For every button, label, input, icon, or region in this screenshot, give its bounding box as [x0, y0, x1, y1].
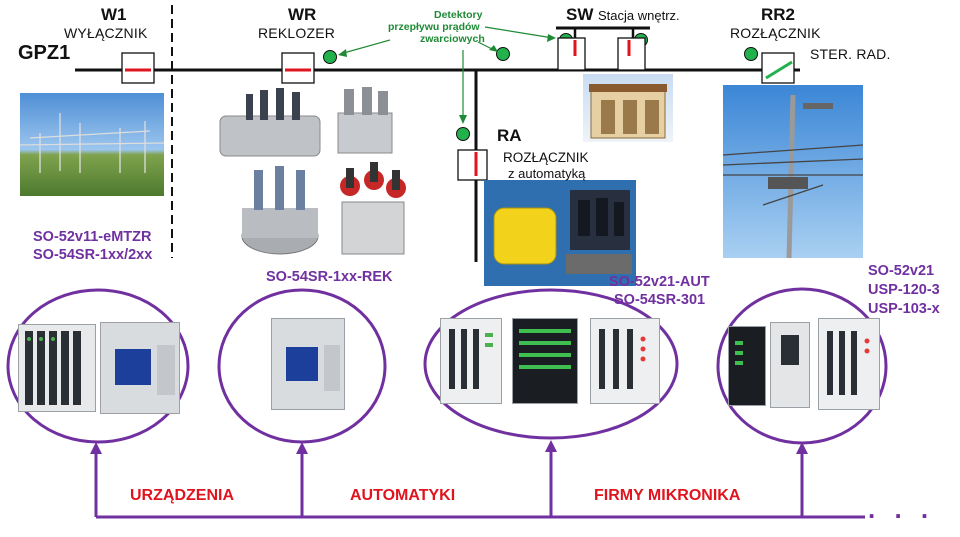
ra-code: RA: [497, 126, 522, 145]
detector-dot-mid: [496, 47, 510, 61]
wr-code: WR: [288, 5, 317, 24]
gpz1-label: GPZ1: [18, 42, 71, 64]
rr2-switch-symbol: [761, 52, 795, 84]
device-circle-1: [6, 288, 190, 444]
footer-continuation-dots: . . .: [868, 494, 935, 524]
w1-breaker-symbol: [121, 52, 155, 84]
ra-switch-symbol: [457, 149, 488, 181]
ra-name-line1: ROZŁĄCZNIK: [503, 150, 589, 165]
sw-code: SW: [566, 5, 594, 24]
w1-code: W1: [101, 5, 127, 24]
recloser-photo-4: [320, 162, 412, 259]
recloser-photo-2: [330, 85, 400, 163]
controller-module-1: [440, 318, 502, 404]
ra-device-2: SO-54SR-301: [614, 292, 706, 308]
sw-name: Stacja wnętrz.: [598, 8, 680, 23]
rr2-extra: STER. RAD.: [810, 46, 891, 62]
sw-switch-right: [617, 37, 646, 71]
detector-dot-rr2: [744, 47, 758, 61]
ra-switch-photo: [484, 180, 636, 286]
wr-name: REKLOZER: [258, 25, 336, 41]
footer-label-company: FIRMY MIKRONIKA: [594, 487, 741, 504]
controller-module-5: [770, 322, 810, 408]
detectors-label-line1: Detektory: [434, 9, 483, 21]
controller-module-6: [818, 318, 880, 410]
controller-panel-1: [100, 322, 180, 414]
w1-device-2: SO-54SR-1xx/2xx: [33, 247, 153, 263]
ra-device-1: SO-52v21-AUT: [609, 274, 710, 290]
indoor-station-photo: [583, 74, 673, 142]
wr-recloser-symbol: [281, 52, 315, 84]
rr2-code: RR2: [761, 5, 796, 24]
footer-label-automation: AUTOMATYKI: [350, 487, 456, 504]
pole-switch-photo: [723, 85, 863, 258]
sw-switch-left: [557, 37, 586, 71]
rr2-name: ROZŁĄCZNIK: [730, 25, 821, 41]
rr2-device-3: USP-103-x: [868, 301, 940, 317]
ra-name-line2: z automatyką: [508, 166, 586, 181]
controller-rack-1: [18, 324, 96, 412]
detector-dot-ra: [456, 127, 470, 141]
wr-device: SO-54SR-1xx-REK: [266, 269, 393, 285]
substation-photo: [20, 93, 164, 196]
controller-module-3: [590, 318, 660, 404]
w1-name: WYŁĄCZNIK: [64, 25, 148, 41]
detectors-label-line3: zwarciowych: [420, 33, 485, 45]
w1-device-1: SO-52v11-eMTZR: [33, 229, 152, 245]
rr2-switch-state: [765, 60, 793, 80]
detectors-label-line2: przepływu prądów: [388, 21, 480, 33]
device-circle-3: [423, 288, 679, 440]
rr2-device-1: SO-52v21: [868, 263, 935, 279]
controller-module-4: [728, 326, 766, 406]
recloser-photo-1: [216, 86, 326, 164]
recloser-photo-3: [232, 164, 327, 259]
controller-panel-2: [271, 318, 345, 410]
detector-dot-wr: [323, 50, 337, 64]
footer-label-devices: URZĄDZENIA: [130, 487, 234, 504]
controller-module-2: [512, 318, 578, 404]
rr2-device-2: USP-120-3: [868, 282, 940, 298]
